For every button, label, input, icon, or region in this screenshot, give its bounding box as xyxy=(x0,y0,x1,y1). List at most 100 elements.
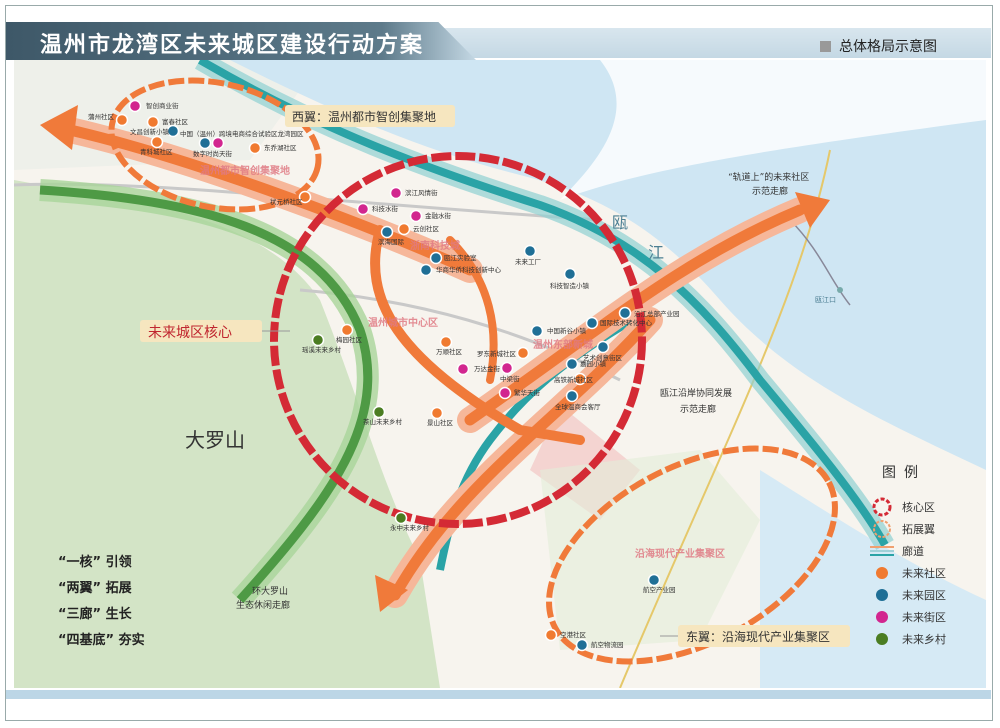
marker-label: 科技水街 xyxy=(372,204,399,213)
marker-street: 科技水街 xyxy=(356,202,399,216)
marker-label: 繁华天街 xyxy=(514,388,541,397)
page-title: 温州市龙湾区未来城区建设行动方案 xyxy=(40,33,425,58)
marker-park: 全球温商会客厅 xyxy=(555,389,601,411)
park-dot-icon xyxy=(563,267,577,281)
river-corridor-label: 示范走廊 xyxy=(680,403,716,415)
legend-item: 未来园区 xyxy=(862,584,977,606)
area-label: 浙南科技城 xyxy=(410,239,460,252)
village-dot-icon xyxy=(394,511,408,525)
street-dot-icon xyxy=(409,209,423,223)
slogan: “两翼” 拓展 xyxy=(58,581,132,596)
marker-park: 中国新谷小镇 xyxy=(530,324,587,338)
marker-label: 中梁街 xyxy=(500,374,520,383)
community-dot-icon xyxy=(397,222,411,236)
marker-park: 瓯江实验室 xyxy=(429,251,477,265)
marker-label: 瓯江实验室 xyxy=(444,253,477,262)
community-dot-icon xyxy=(298,190,312,204)
marker-park: 滨海国际 xyxy=(378,225,405,246)
park-dot-icon xyxy=(876,589,888,601)
oujiang-river xyxy=(230,60,986,470)
marker-label: 青科城社区 xyxy=(140,147,173,156)
rail-corridor-label: 示范走廊 xyxy=(752,185,788,197)
legend: 图例 核心区 拓展翼 廊道 未来社区 未来园区 未来街区 未来乡村 xyxy=(862,462,977,650)
river-label: 江 xyxy=(648,243,664,262)
park-dot-icon xyxy=(198,136,212,150)
marker-label: 茶山未来乡村 xyxy=(363,417,403,426)
marker-park: 航空物流园 xyxy=(575,638,624,652)
marker-park: 科技智造小镇 xyxy=(550,267,590,290)
park-dot-icon xyxy=(647,573,661,587)
marker-park: 嘉园小镇 xyxy=(565,357,607,371)
marker-community: 空港社区 xyxy=(544,628,587,642)
marker-park: 文昌创新小镇 xyxy=(130,124,180,138)
marker-label: 云创社区 xyxy=(413,224,440,233)
title-banner xyxy=(6,22,476,60)
marker-label: 全球温商会客厅 xyxy=(555,402,601,411)
street-dot-icon xyxy=(500,361,514,375)
development-arrows xyxy=(57,117,813,608)
mountain-label: 大罗山 xyxy=(185,428,245,452)
estuary-label: 瓯江口 xyxy=(815,296,836,304)
marker-community: 东乔湖社区 xyxy=(248,141,297,155)
marker-label: 金融水街 xyxy=(425,211,452,220)
park-dot-icon xyxy=(419,263,433,277)
village-dot-icon xyxy=(311,333,325,347)
southwest-arrowhead xyxy=(375,575,408,612)
park-dot-icon xyxy=(618,306,632,320)
marker-community: 蒲州社区 xyxy=(88,112,129,127)
marker-label: 嘉园小镇 xyxy=(580,359,607,368)
core-callout: 未来城区核心 xyxy=(140,320,290,342)
core-ring-icon xyxy=(872,497,892,517)
subtitle-text: 总体格局示意图 xyxy=(839,39,937,55)
marker-label: 万顺社区 xyxy=(436,347,463,356)
legend-item: 未来街区 xyxy=(862,606,977,628)
marker-village: 茶山未来乡村 xyxy=(363,405,403,426)
marker-label: 科技智造小镇 xyxy=(550,281,590,290)
map-subtitle: 总体格局示意图 xyxy=(820,36,937,56)
marker-community: 景山社区 xyxy=(427,406,454,427)
area-label: 温州都市智创集聚地 xyxy=(200,164,290,177)
estuary-line xyxy=(789,219,851,306)
marker-community: 青科城社区 xyxy=(140,135,173,156)
mountain-corridor-label: 环大罗山 xyxy=(252,585,288,597)
marker-street: 繁华天街 xyxy=(498,386,541,400)
park-dot-icon xyxy=(380,225,394,239)
marker-label: 智创商业街 xyxy=(146,101,179,110)
marker-village: 瑶溪未来乡村 xyxy=(302,333,342,354)
marker-street: 智创商业街 xyxy=(128,99,179,113)
park-dot-icon xyxy=(166,124,180,138)
marker-label: 富春社区 xyxy=(162,117,189,126)
area-label: 温州东部新城 xyxy=(533,338,593,351)
park-dot-icon xyxy=(429,251,443,265)
street-dot-icon xyxy=(389,186,403,200)
street-dot-icon xyxy=(356,202,370,216)
svg-text:未来城区核心: 未来城区核心 xyxy=(148,325,232,341)
marker-park: 航空产业园 xyxy=(643,573,676,594)
marker-community: 富春社区 xyxy=(146,115,189,129)
area-label: 温州城市中心区 xyxy=(368,316,438,329)
area-label: 沿海现代产业集聚区 xyxy=(635,547,725,560)
corridor-labels: “轨道上”的未来社区 示范走廊 瓯江沿岸协同发展 示范走廊 环大罗山 生态休闲走… xyxy=(236,171,809,611)
marker-label: 未来工厂 xyxy=(515,257,542,266)
marker-label: 航空产业园 xyxy=(643,585,676,594)
marker-community: 状元桥社区 xyxy=(270,190,312,206)
street-dot-icon xyxy=(211,136,225,150)
core-ring xyxy=(270,152,646,528)
marker-label: 空港社区 xyxy=(560,630,587,639)
marker-community: 云创社区 xyxy=(397,222,440,236)
north-bank xyxy=(560,60,986,200)
marker-park: 未来工厂 xyxy=(515,244,542,266)
rail-corridor-label: “轨道上”的未来社区 xyxy=(728,171,809,183)
legend-item: 未来乡村 xyxy=(862,628,977,650)
estuary-point xyxy=(837,287,843,293)
marker-label: 航空物流园 xyxy=(591,640,624,649)
marker-street: 万达金街 xyxy=(456,362,501,376)
marker-park: 中国（温州）跨境电商综合试验区龙湾园区 xyxy=(180,129,304,150)
river-corridor xyxy=(197,60,889,547)
marker-label: 状元桥社区 xyxy=(270,197,303,206)
square-icon xyxy=(820,41,831,52)
marker-label: 文昌创新小镇 xyxy=(130,127,170,136)
park-dot-icon xyxy=(523,244,537,258)
